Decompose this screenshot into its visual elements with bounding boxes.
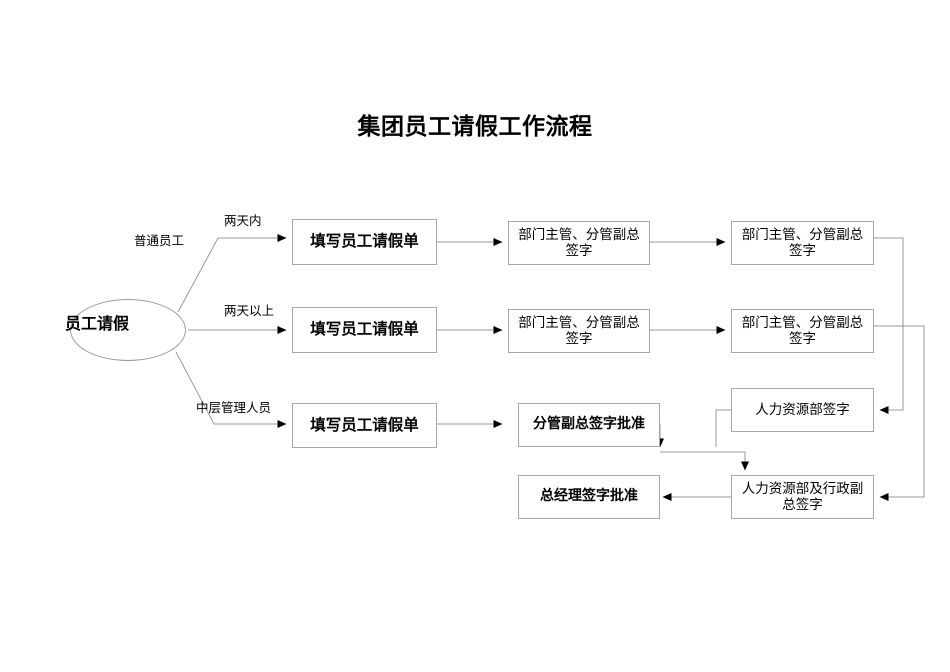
edge-start-to-row3 xyxy=(175,351,287,428)
edge-start-to-row1 xyxy=(177,234,287,313)
node-label: 填写员工请假单 xyxy=(310,233,419,251)
node-label: 分管副总签字批准 xyxy=(533,416,645,432)
node-dept-head-sign-row1-b[interactable]: 部门主管、分管副总签字 xyxy=(731,221,874,265)
edge-hr-down xyxy=(715,409,731,447)
edge-row2-to-hradmin xyxy=(874,325,925,501)
node-fill-form-row2[interactable]: 填写员工请假单 xyxy=(292,307,437,353)
node-hr-admin-vp-sign[interactable]: 人力资源部及行政副总签字 xyxy=(731,475,874,519)
edge-row1-to-hr xyxy=(874,237,904,414)
node-hr-sign[interactable]: 人力资源部签字 xyxy=(731,388,874,432)
node-fill-form-row3[interactable]: 填写员工请假单 xyxy=(292,403,437,448)
start-node-employee-leave[interactable]: 员工请假 xyxy=(65,299,186,361)
node-label: 总经理签字批准 xyxy=(540,488,638,504)
node-label: 部门主管、分管副总签字 xyxy=(518,227,640,258)
node-label: 部门主管、分管副总签字 xyxy=(518,315,640,346)
node-dept-head-sign-row1[interactable]: 部门主管、分管副总签字 xyxy=(508,221,650,265)
node-vp-approve[interactable]: 分管副总签字批准 xyxy=(518,403,660,447)
node-label: 部门主管、分管副总签字 xyxy=(741,227,864,258)
node-label: 填写员工请假单 xyxy=(310,416,419,434)
start-node-label: 员工请假 xyxy=(65,316,130,333)
edge-label-within-two-days: 两天内 xyxy=(224,214,262,228)
node-dept-head-sign-row2-b[interactable]: 部门主管、分管副总签字 xyxy=(731,309,874,353)
node-dept-head-sign-row2[interactable]: 部门主管、分管副总签字 xyxy=(508,309,650,353)
page-title: 集团员工请假工作流程 xyxy=(357,113,593,139)
node-label: 人力资源部及行政副总签字 xyxy=(741,481,864,512)
node-fill-form-row1[interactable]: 填写员工请假单 xyxy=(292,219,437,265)
edge-label-ordinary-employee: 普通员工 xyxy=(134,234,185,248)
edge-label-middle-management: 中层管理人员 xyxy=(196,401,272,415)
node-label: 部门主管、分管副总签字 xyxy=(741,315,864,346)
node-label: 填写员工请假单 xyxy=(310,321,419,339)
node-gm-approve[interactable]: 总经理签字批准 xyxy=(518,475,660,519)
edge-merge-to-hradmin xyxy=(660,451,749,471)
node-label: 人力资源部签字 xyxy=(755,402,850,418)
edge-label-over-two-days: 两天以上 xyxy=(224,304,275,318)
